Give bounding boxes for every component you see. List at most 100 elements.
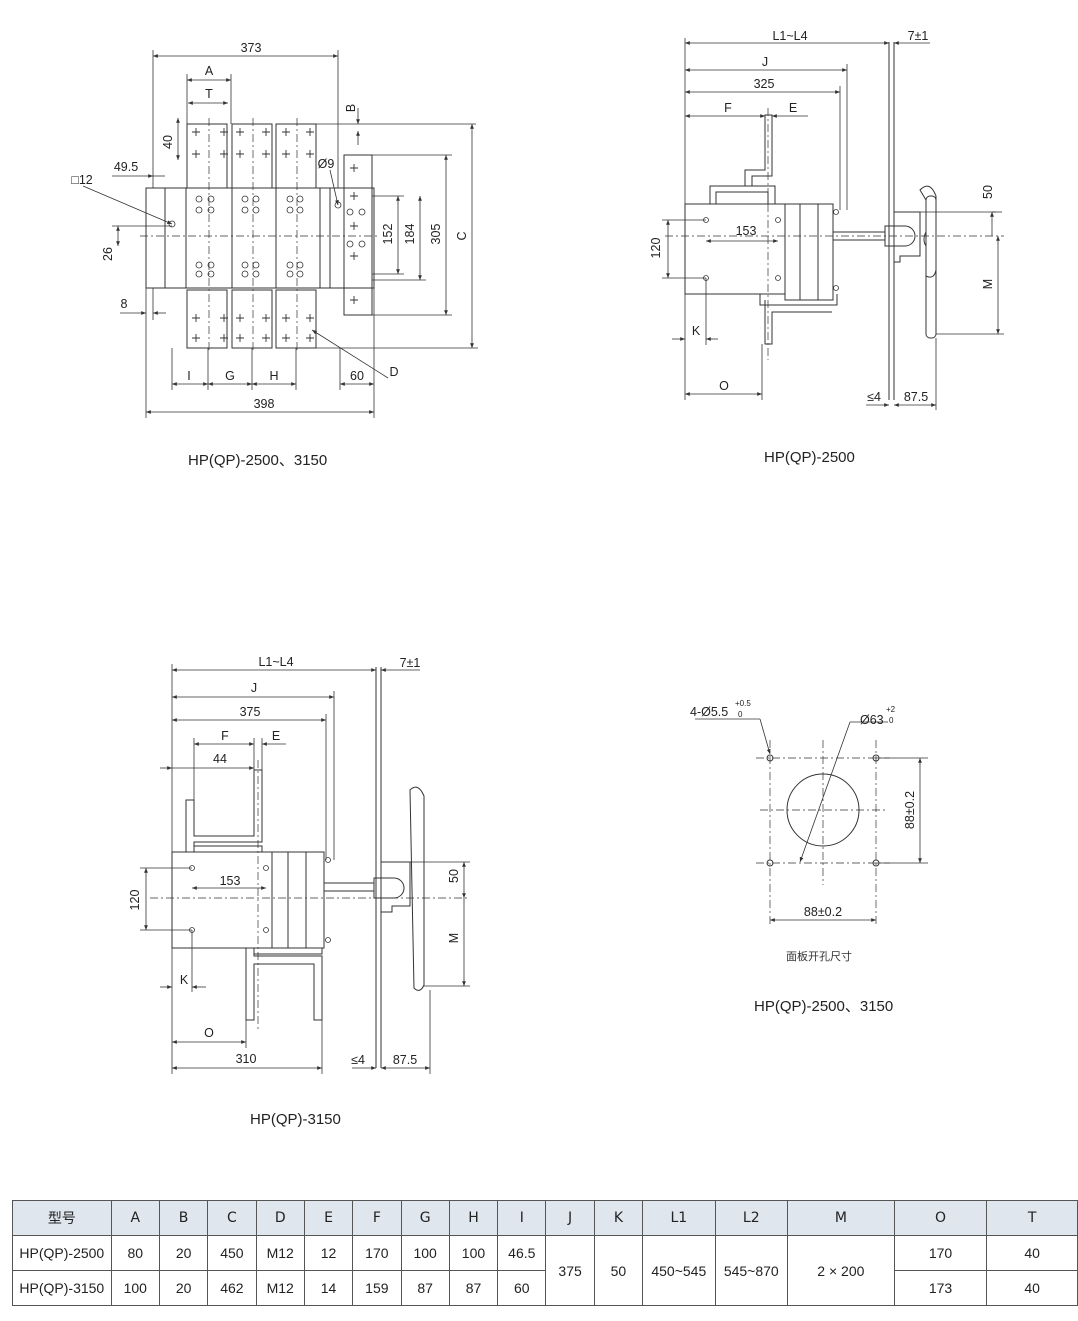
cell-j-shared: 375 [545,1235,595,1306]
table-header-row: 型号 A B C D E F G H I J K L1 L2 M O T [12,1200,1078,1236]
header-j: J [545,1200,595,1236]
dim-holes: 4-Ø5.5 [690,705,728,719]
cell-c: 450 [207,1235,257,1271]
dim-holes-tol-lower: 0 [738,710,743,719]
cell-f: 159 [352,1270,402,1306]
header-b: B [158,1200,209,1236]
header-t: T [986,1200,1078,1236]
cell-d: M12 [255,1270,305,1306]
dim-top-width: 373 [241,41,262,55]
cell-o: 173 [893,1270,988,1306]
dim-c: C [455,231,469,240]
dim-k: K [692,324,701,338]
header-l2: L2 [714,1200,789,1236]
dim-b: B [344,104,358,112]
dim-m: M [447,933,461,943]
dim-153: 153 [736,224,757,238]
panel-cutout-note: 面板开孔尺寸 [786,950,852,963]
dim-bore-tol-lower: 0 [889,716,894,725]
dim-305: 305 [429,224,443,245]
dim-f: F [221,729,229,743]
dim-bore: Ø63 [860,713,884,727]
panel-cutout-drawing: 4-Ø5.5 +0.5 0 Ø63 +2 0 88±0.2 88±0.2 [690,699,928,925]
header-o: O [893,1200,988,1236]
dim-t: T [205,87,213,101]
cell-k-shared: 50 [593,1235,644,1306]
dim-k: K [180,973,189,987]
technical-drawings: 373 A T B 40 49.5 □12 Ø9 26 152 184 305 … [71,29,1004,1074]
dim-i: I [187,369,190,383]
cell-model: HP(QP)-3150 [12,1270,112,1306]
side-view-2500-drawing: L1~L4 7±1 J 325 F E 153 120 50 M K O ≤4 … [649,29,1004,410]
cell-l2-shared: 545~870 [714,1235,789,1306]
dim-horizontal: 88±0.2 [804,905,842,919]
dim-8: 8 [121,297,128,311]
dim-49-5: 49.5 [114,160,138,174]
dim-tolerance: 7±1 [400,656,421,670]
cell-b: 20 [158,1235,209,1271]
front-view-drawing: 373 A T B 40 49.5 □12 Ø9 26 152 184 305 … [71,41,478,418]
dim-26: 26 [101,247,115,261]
cell-t: 40 [986,1235,1078,1271]
dim-310: 310 [236,1052,257,1066]
dim-phi-9: Ø9 [318,157,335,171]
header-l1: L1 [642,1200,716,1236]
dim-h: H [269,369,278,383]
cell-b: 20 [158,1270,209,1306]
dim-44: 44 [213,752,227,766]
cell-a: 100 [110,1270,160,1306]
dim-g: G [225,369,235,383]
header-i: I [497,1200,547,1236]
dim-60: 60 [350,369,364,383]
dim-bore-tol-upper: +2 [886,705,896,714]
cell-g: 87 [400,1270,450,1306]
dim-bottom-width: 398 [254,397,275,411]
cell-h: 87 [448,1270,499,1306]
dim-375: 375 [240,705,261,719]
dim-vertical: 88±0.2 [903,791,917,829]
header-d: D [255,1200,305,1236]
header-a: A [110,1200,160,1236]
dim-152: 152 [381,224,395,245]
dim-d: D [389,365,398,379]
side-view-3150-drawing: L1~L4 7±1 J 375 F E 44 153 120 50 M K O … [128,655,470,1074]
side-view-2500-caption: HP(QP)-2500 [764,449,855,466]
dim-50: 50 [981,185,995,199]
dim-o: O [719,379,729,393]
dim-le4: ≤4 [867,390,881,404]
table-row: HP(QP)-2500 80 20 450 M12 12 170 100 100… [12,1235,1078,1306]
cell-c: 462 [207,1270,257,1306]
dim-l-range: L1~L4 [772,29,807,43]
spec-table: 型号 A B C D E F G H I J K L1 L2 M O T HP(… [12,1200,1078,1306]
dim-m: M [981,279,995,289]
table-row: HP(QP)-3150 100 20 462 M12 14 159 87 87 … [12,1270,1078,1306]
dim-j: J [762,55,768,69]
header-f: F [352,1200,402,1236]
dim-j: J [251,681,257,695]
dim-a: A [205,64,214,78]
dim-87-5: 87.5 [393,1053,417,1067]
dim-f: F [724,101,732,115]
header-e: E [303,1200,354,1236]
cell-e: 14 [303,1270,354,1306]
header-m: M [787,1200,895,1236]
cell-model: HP(QP)-2500 [12,1235,112,1271]
dim-50: 50 [447,869,461,883]
dim-square-12: □12 [71,173,93,187]
dim-325: 325 [754,77,775,91]
dim-e: E [789,101,797,115]
dim-e: E [272,729,280,743]
header-g: G [400,1200,450,1236]
cell-l1-shared: 450~545 [642,1235,716,1306]
dim-87-5: 87.5 [904,390,928,404]
dim-184: 184 [403,224,417,245]
dim-40: 40 [161,135,175,149]
cell-d: M12 [255,1235,305,1271]
dim-l-range: L1~L4 [258,655,293,669]
cell-f: 170 [352,1235,402,1271]
cell-o: 170 [893,1235,988,1271]
cell-i: 46.5 [497,1235,547,1271]
cell-h: 100 [448,1235,499,1271]
cell-t: 40 [986,1270,1078,1306]
cell-g: 100 [400,1235,450,1271]
